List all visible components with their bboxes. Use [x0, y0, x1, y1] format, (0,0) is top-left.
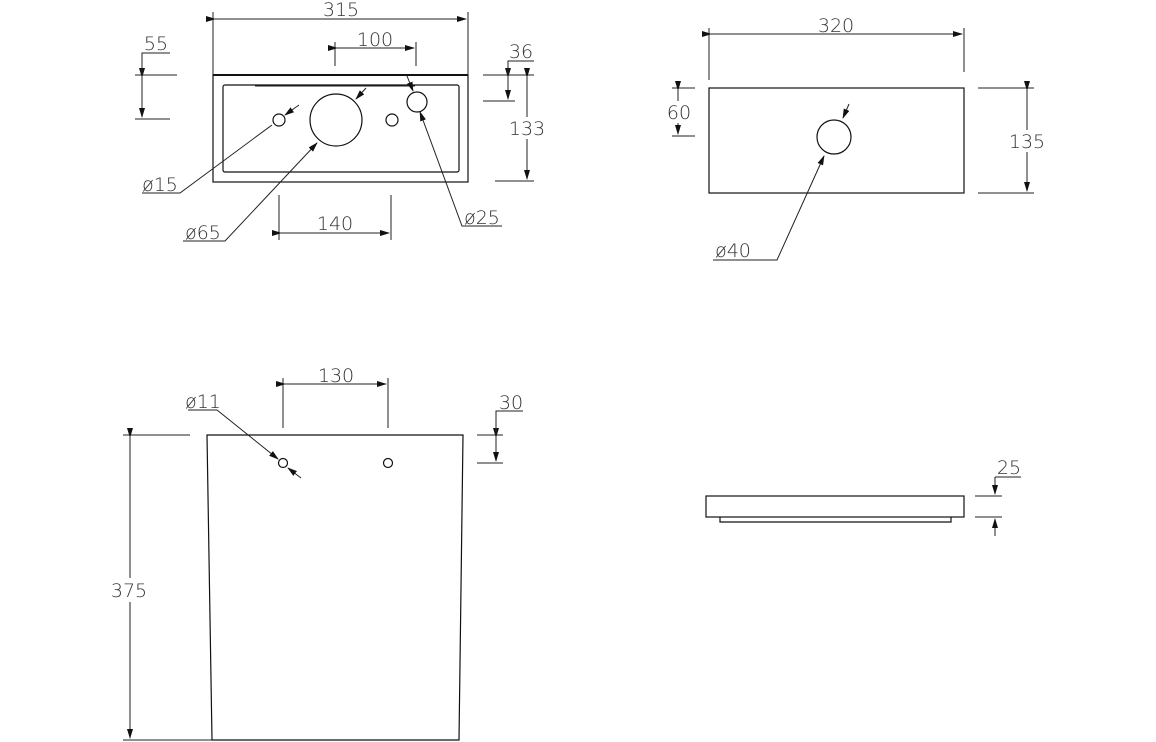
label-hole-15: ø15 [142, 174, 178, 196]
pedestal-top-view: 320 60 135 ø40 [662, 15, 1050, 262]
dim-depth-135: 135 [1009, 131, 1045, 153]
dim-depth-133: 133 [509, 118, 545, 140]
fixing-hole-left-icon [277, 457, 289, 469]
dim-width-320: 320 [818, 15, 854, 37]
label-hole-65: ø65 [185, 222, 221, 244]
basin-side-view: 25 [705, 457, 1021, 536]
hole-small-right-icon [385, 113, 399, 127]
dim-hole-offset-60: 60 [667, 102, 691, 124]
dim-right-offset-36: 36 [509, 41, 533, 63]
label-hole-40: ø40 [715, 240, 751, 262]
hole-15-icon [272, 113, 286, 127]
pedestal-front-view: 130 ø11 30 375 [106, 365, 523, 741]
basin-top-view: 315 100 55 36 133 140 ø15 [135, 0, 548, 244]
dim-waste-spacing-140: 140 [317, 213, 353, 235]
fixing-hole-right-icon [382, 457, 394, 469]
hole-25-icon [406, 91, 428, 113]
dim-width-315: 315 [323, 0, 359, 21]
dim-left-offset-55: 55 [144, 33, 168, 55]
label-hole-25: ø25 [464, 207, 500, 229]
hole-40-icon [816, 119, 852, 155]
dim-thickness-25: 25 [997, 457, 1021, 479]
dim-tap-spacing-100: 100 [357, 29, 393, 51]
dim-fixing-spacing-130: 130 [318, 365, 354, 387]
dim-fixing-offset-30: 30 [499, 392, 523, 414]
hole-65-icon [309, 93, 363, 147]
label-fixing-hole-11: ø11 [185, 391, 221, 413]
dim-height-375: 375 [111, 580, 147, 602]
